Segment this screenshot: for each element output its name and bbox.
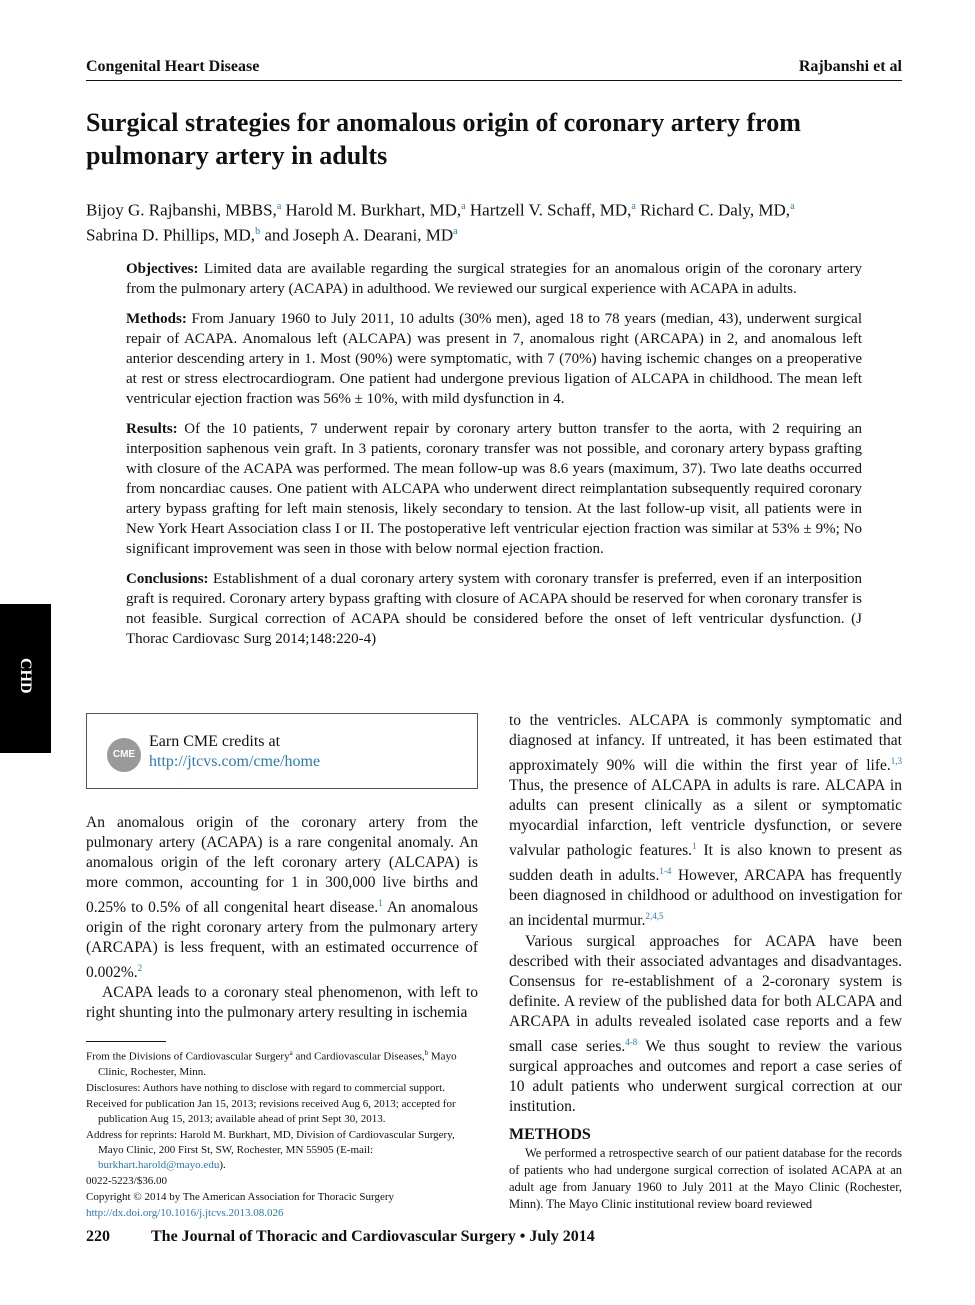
citation-link[interactable]: 1,3 [890, 756, 902, 766]
methods-paragraph: We performed a retrospective search of o… [509, 1146, 902, 1211]
cme-text: Earn CME credits at http://jtcvs.com/cme… [149, 732, 320, 772]
cme-icon: CME [107, 738, 141, 772]
body-paragraph: to the ventricles. ALCAPA is commonly sy… [509, 712, 903, 930]
affiliation-mark[interactable]: b [255, 225, 261, 237]
abstract: Objectives: Limited data are available r… [126, 259, 862, 659]
section-side-tab: CHD [0, 604, 51, 753]
footnotes: From the Divisions of Cardiovascular Sur… [86, 1046, 479, 1222]
objectives-label: Objectives: [126, 261, 199, 277]
methods-label: Methods: [126, 311, 187, 327]
footnote-issn: 0022-5223/$36.00 [86, 1174, 167, 1187]
doi-link[interactable]: http://dx.doi.org/10.1016/j.jtcvs.2013.0… [86, 1206, 284, 1219]
abstract-objectives: Objectives: Limited data are available r… [126, 259, 862, 299]
journal-footer: The Journal of Thoracic and Cardiovascul… [151, 1228, 595, 1245]
affiliation-mark[interactable]: a [276, 201, 282, 212]
footnote-disclosures: Disclosures: Authors have nothing to dis… [86, 1081, 445, 1094]
conclusions-label: Conclusions: [126, 571, 209, 587]
author: Hartzell V. Schaff, MD, [469, 200, 632, 220]
author: Sabrina D. Phillips, MD, [86, 225, 256, 245]
author: Harold M. Burkhart, MD, [285, 200, 462, 220]
footnote-reprints: Address for reprints: Harold M. Burkhart… [86, 1128, 455, 1171]
abstract-conclusions: Conclusions: Establishment of a dual cor… [126, 569, 862, 649]
footnote-copyright: Copyright © 2014 by The American Associa… [86, 1190, 395, 1203]
email-link[interactable]: burkhart.harold@mayo.edu [98, 1158, 220, 1171]
body-left-column: An anomalous origin of the coronary arte… [86, 813, 478, 1023]
body-paragraph: Various surgical approaches for ACAPA ha… [509, 932, 902, 1115]
body-paragraph: An anomalous origin of the coronary arte… [86, 814, 478, 982]
citation-link[interactable]: 1-4 [659, 866, 672, 877]
citation-link[interactable]: 1 [378, 898, 383, 908]
methods-heading: METHODS [509, 1126, 591, 1143]
side-tab-label: CHD [17, 658, 34, 694]
author: and Joseph A. Dearani, MD [264, 225, 454, 245]
page-number: 220 [86, 1228, 110, 1245]
author: Richard C. Daly, MD, [640, 200, 791, 220]
objectives-text: Limited data are available regarding the… [126, 261, 863, 297]
citation-link[interactable]: 2 [137, 963, 143, 974]
abstract-results: Results: Of the 10 patients, 7 underwent… [126, 419, 862, 559]
affiliation-mark[interactable]: a [453, 225, 458, 237]
author: Bijoy G. Rajbanshi, MBBS, [86, 200, 277, 220]
footnote-affiliations: From the Divisions of Cardiovascular Sur… [86, 1049, 457, 1078]
results-text: Of the 10 patients, 7 underwent repair b… [126, 421, 863, 557]
affiliation-mark[interactable]: a [461, 201, 466, 212]
conclusions-text: Establishment of a dual coronary artery … [126, 571, 862, 647]
body-right-column: to the ventricles. ALCAPA is commonly sy… [509, 711, 902, 1117]
cme-link[interactable]: http://jtcvs.com/cme/home [149, 753, 321, 770]
header-rule [86, 80, 902, 81]
running-header-section: Congenital Heart Disease [86, 58, 260, 75]
article-title: Surgical strategies for anomalous origin… [86, 108, 801, 170]
cme-line: Earn CME credits at [149, 733, 281, 750]
running-header-authors: Rajbanshi et al [798, 58, 902, 75]
citation-link[interactable]: 4-8 [625, 1036, 638, 1047]
abstract-methods: Methods: From January 1960 to July 2011,… [126, 309, 862, 409]
citation-link[interactable]: 1 [692, 841, 697, 852]
affiliation-mark[interactable]: a [790, 201, 795, 212]
citation-link[interactable]: 2,4,5 [645, 911, 664, 922]
body-paragraph: ACAPA leads to a coronary steal phenomen… [86, 984, 478, 1022]
methods-text: From January 1960 to July 2011, 10 adult… [126, 311, 863, 407]
footnote-rule [86, 1041, 166, 1042]
footnote-received: Received for publication Jan 15, 2013; r… [86, 1097, 456, 1125]
author-list: Bijoy G. Rajbanshi, MBBS,a Harold M. Bur… [86, 196, 902, 245]
affiliation-mark[interactable]: a [631, 201, 636, 212]
results-label: Results: [126, 421, 178, 437]
cme-box: CME Earn CME credits at http://jtcvs.com… [86, 713, 478, 789]
